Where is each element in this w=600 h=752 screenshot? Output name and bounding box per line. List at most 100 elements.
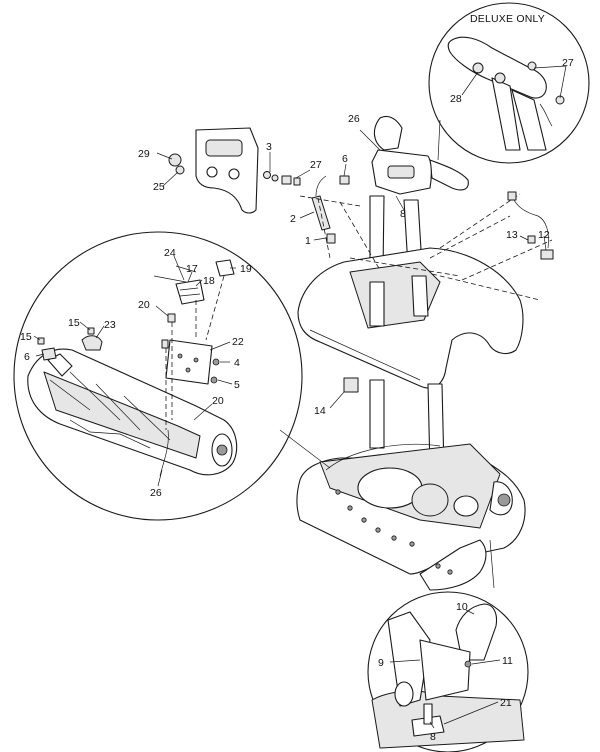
panel-knob-hole-right xyxy=(228,168,240,180)
deluxe-panel xyxy=(447,36,547,99)
left-detail-to-base-line xyxy=(279,429,331,469)
callout-9: 9 xyxy=(378,657,384,669)
part-15-top xyxy=(87,327,95,335)
callout-15: 15 xyxy=(68,317,80,329)
harness-wire xyxy=(511,195,549,249)
deluxe-switch-27-top xyxy=(527,61,537,71)
callout-20: 20 xyxy=(212,395,224,407)
part-12 xyxy=(540,249,554,260)
deluxe-connector-line xyxy=(437,119,441,161)
callout-28: 28 xyxy=(450,93,462,105)
chassis-ribs xyxy=(49,371,171,441)
wire-17 xyxy=(175,265,197,273)
deluxe-knob-a xyxy=(472,62,484,74)
nut-4 xyxy=(212,358,220,366)
callout-27: 27 xyxy=(562,57,574,69)
screw-20-mid xyxy=(161,339,169,349)
base-front-skirt xyxy=(419,539,487,591)
callout-15: 15 xyxy=(20,331,32,343)
base-to-bottom-detail-line xyxy=(489,539,495,589)
knob-29 xyxy=(168,153,182,167)
pump-body xyxy=(453,495,479,517)
plate-22 xyxy=(165,339,213,385)
callout-10: 10 xyxy=(456,601,468,613)
chassis-detail-view xyxy=(13,231,303,521)
pump-fitting xyxy=(394,681,414,707)
callout-6: 6 xyxy=(24,351,30,363)
part-3-b xyxy=(271,174,279,182)
callout-27: 27 xyxy=(310,159,322,171)
callout-5: 5 xyxy=(234,379,240,391)
part-6 xyxy=(41,347,57,361)
wire-harness-12-13 xyxy=(507,191,554,260)
deluxe-wire xyxy=(539,103,553,127)
upper-panel-display xyxy=(387,165,415,179)
part-15-left xyxy=(37,337,45,345)
callout-14: 14 xyxy=(314,405,326,417)
callout-25: 25 xyxy=(153,181,165,193)
part-14 xyxy=(329,377,359,409)
terminal-block-18 xyxy=(175,279,205,305)
callout-11: 11 xyxy=(502,655,513,667)
chassis-floor xyxy=(43,371,201,459)
hood-cover xyxy=(297,247,524,389)
motor-end-cap xyxy=(411,483,449,517)
handle-grip-left xyxy=(373,115,403,151)
base-assembly xyxy=(296,443,526,591)
pump-mount-9 xyxy=(419,639,471,701)
callout-18: 18 xyxy=(203,275,215,287)
callout-21: 21 xyxy=(500,697,512,709)
part-13 xyxy=(527,235,536,244)
hood-tube-right xyxy=(411,275,429,317)
deluxe-switch-27-bottom xyxy=(555,95,565,105)
part-2-wire xyxy=(315,175,327,197)
callout-8: 8 xyxy=(400,208,406,220)
callout-19: 19 xyxy=(240,263,252,275)
chassis-detail-circle xyxy=(13,231,303,521)
panel-display-window xyxy=(205,139,243,157)
callout-26: 26 xyxy=(150,487,162,499)
switch-27-b xyxy=(293,177,301,186)
lower-tube-left xyxy=(369,379,385,449)
pump-10 xyxy=(455,603,498,661)
deluxe-detail-view xyxy=(428,2,590,164)
callout-29: 29 xyxy=(138,148,150,160)
pump-detail-view xyxy=(367,591,529,752)
callout-1: 1 xyxy=(305,235,311,247)
switch-27 xyxy=(281,175,292,185)
callout-6: 6 xyxy=(342,153,348,165)
control-panel-cover xyxy=(156,127,311,214)
part-23 xyxy=(81,335,103,351)
part-3-a xyxy=(263,171,271,179)
deluxe-detail-circle xyxy=(428,2,590,164)
part-19 xyxy=(215,259,235,277)
deluxe-knob-b xyxy=(494,72,506,84)
callout-3: 3 xyxy=(266,141,272,153)
handle-small-parts xyxy=(299,163,350,244)
part-6-screw xyxy=(339,175,350,185)
hood-tube-left xyxy=(369,281,385,327)
hood-edge xyxy=(309,329,421,381)
part-8-lower xyxy=(423,703,433,725)
deluxe-handle-tube-left xyxy=(491,77,521,151)
chassis-cables xyxy=(69,419,169,477)
callout-17: 17 xyxy=(186,263,198,275)
projection-lines xyxy=(299,193,553,301)
rear-wheel xyxy=(497,493,511,507)
callout-8: 8 xyxy=(430,731,436,743)
callout-24: 24 xyxy=(164,247,176,259)
nut-5 xyxy=(210,376,218,384)
screw-11 xyxy=(464,660,472,668)
handle-grip-right xyxy=(429,159,469,191)
callout-26: 26 xyxy=(348,113,360,125)
callout-12: 12 xyxy=(538,229,550,241)
pump-detail-circle xyxy=(367,591,529,752)
callout-20: 20 xyxy=(138,299,150,311)
callout-23: 23 xyxy=(104,319,116,331)
screw-20-upper xyxy=(167,313,176,323)
callout-4: 4 xyxy=(234,357,240,369)
part-14-box xyxy=(343,377,359,393)
panel-knob-hole-left xyxy=(206,166,218,178)
callout-13: 13 xyxy=(506,229,518,241)
